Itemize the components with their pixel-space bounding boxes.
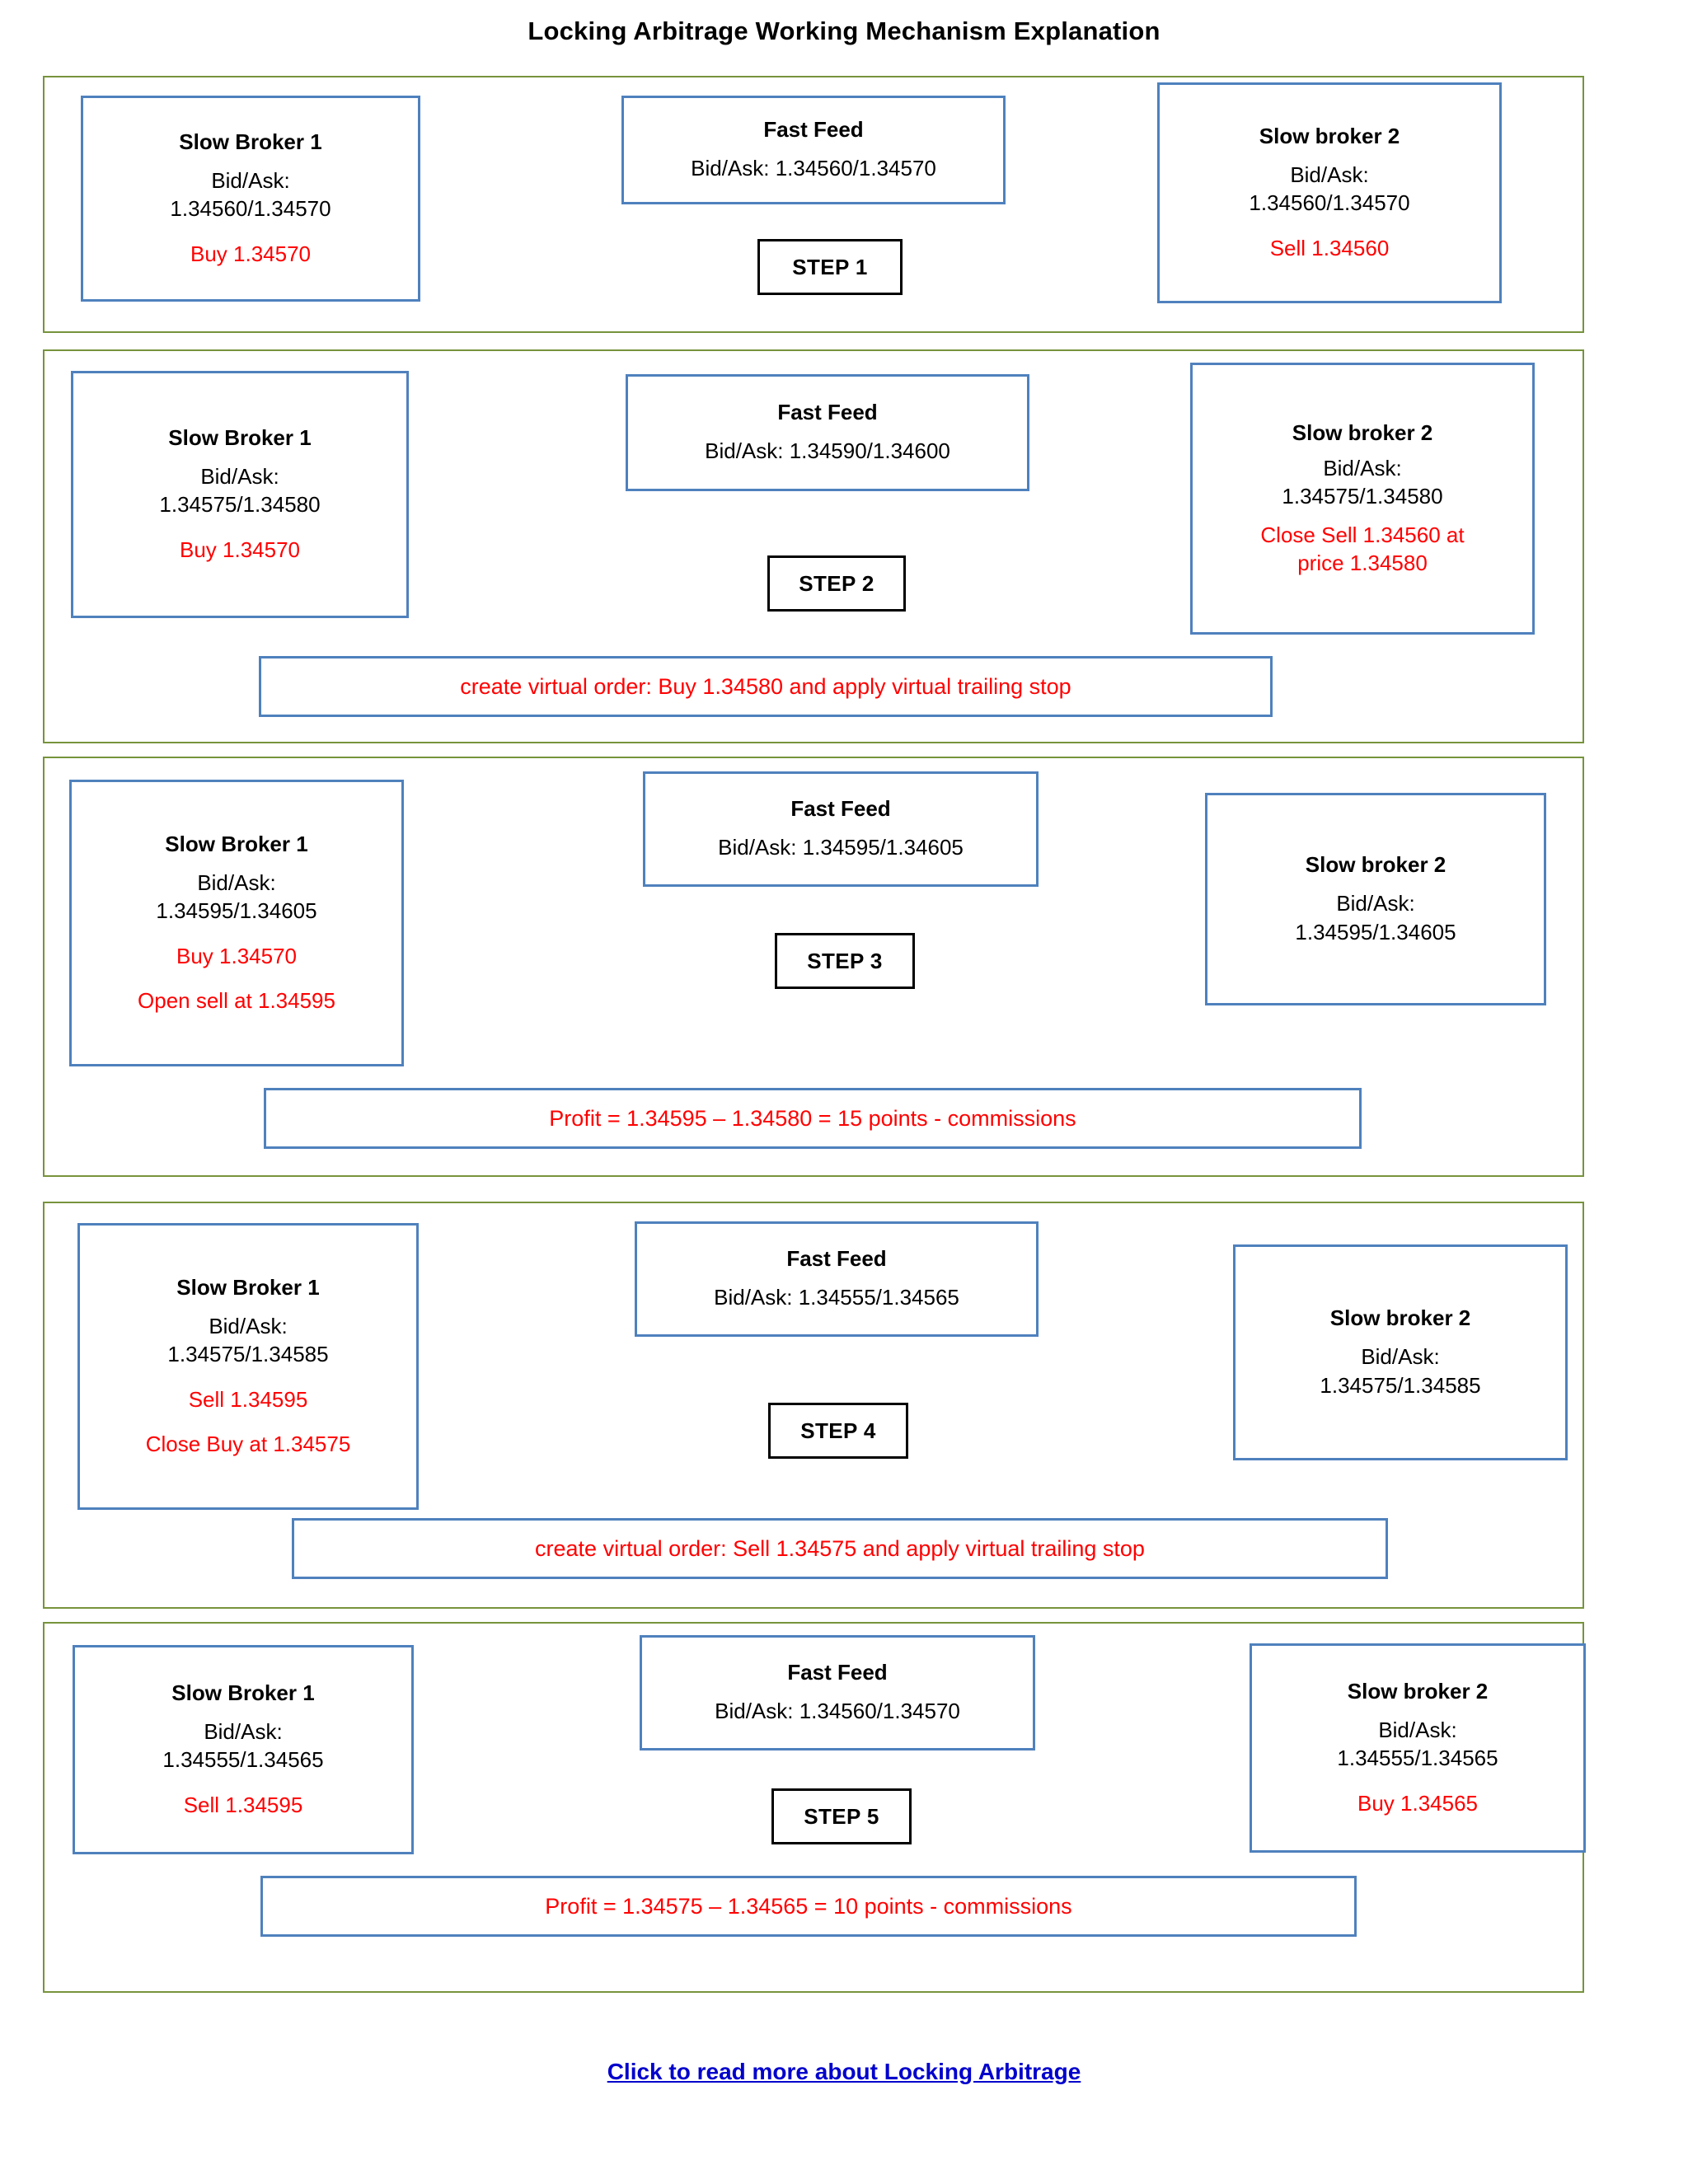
step1-feed-title: Fast Feed xyxy=(763,117,864,143)
step2-broker2-box: Slow broker 2 Bid/Ask: 1.34575/1.34580 C… xyxy=(1190,363,1535,635)
step4-broker1-action-2: Close Buy at 1.34575 xyxy=(145,1431,351,1456)
step2-broker2-title: Slow broker 2 xyxy=(1292,419,1433,445)
step5-broker1-quote-label: Bid/Ask: xyxy=(204,1719,283,1745)
step2-broker1-box: Slow Broker 1 Bid/Ask: 1.34575/1.34580 B… xyxy=(71,371,409,618)
step-row-1: Slow Broker 1 Bid/Ask: 1.34560/1.34570 B… xyxy=(43,76,1584,333)
step4-broker1-quote: 1.34575/1.34585 xyxy=(167,1342,329,1367)
step-row-3: Slow Broker 1 Bid/Ask: 1.34595/1.34605 B… xyxy=(43,757,1584,1177)
step5-profit-bar: Profit = 1.34575 – 1.34565 = 10 points -… xyxy=(260,1876,1357,1937)
step3-feed-box: Fast Feed Bid/Ask: 1.34595/1.34605 xyxy=(643,771,1039,887)
step4-note-text: create virtual order: Sell 1.34575 and a… xyxy=(535,1535,1145,1561)
step2-broker2-action-2: price 1.34580 xyxy=(1297,550,1428,575)
step3-broker2-title: Slow broker 2 xyxy=(1305,852,1447,878)
step3-label-box: STEP 3 xyxy=(775,933,915,989)
step1-broker2-action-1: Sell 1.34560 xyxy=(1269,235,1390,260)
step5-broker2-title: Slow broker 2 xyxy=(1347,1678,1489,1704)
step3-broker1-quote: 1.34595/1.34605 xyxy=(156,898,317,924)
step3-feed-title: Fast Feed xyxy=(790,796,891,822)
step4-broker1-quote-label: Bid/Ask: xyxy=(209,1313,288,1338)
step4-broker2-quote: 1.34575/1.34585 xyxy=(1320,1372,1481,1398)
step2-broker2-quote-label: Bid/Ask: xyxy=(1323,455,1402,480)
step4-feed-quote: Bid/Ask: 1.34555/1.34565 xyxy=(714,1285,959,1310)
step1-broker1-title: Slow Broker 1 xyxy=(179,129,322,154)
step3-profit-text: Profit = 1.34595 – 1.34580 = 15 points -… xyxy=(549,1105,1076,1131)
read-more-link[interactable]: Click to read more about Locking Arbitra… xyxy=(607,2059,1081,2084)
step5-broker2-quote: 1.34555/1.34565 xyxy=(1337,1746,1498,1771)
step2-broker1-quote-label: Bid/Ask: xyxy=(200,464,279,490)
step2-note-text: create virtual order: Buy 1.34580 and ap… xyxy=(460,673,1071,699)
step4-broker2-box: Slow broker 2 Bid/Ask: 1.34575/1.34585 xyxy=(1233,1244,1568,1460)
step-row-2: Slow Broker 1 Bid/Ask: 1.34575/1.34580 B… xyxy=(43,349,1584,743)
step3-profit-bar: Profit = 1.34595 – 1.34580 = 15 points -… xyxy=(264,1088,1362,1149)
step-row-5: Slow Broker 1 Bid/Ask: 1.34555/1.34565 S… xyxy=(43,1622,1586,1993)
step3-label-text: STEP 3 xyxy=(807,948,883,973)
step3-broker1-title: Slow Broker 1 xyxy=(165,831,308,856)
step5-broker1-box: Slow Broker 1 Bid/Ask: 1.34555/1.34565 S… xyxy=(73,1645,414,1854)
step5-broker2-action-1: Buy 1.34565 xyxy=(1357,1790,1478,1816)
step1-broker1-quote-label: Bid/Ask: xyxy=(211,168,290,194)
step1-broker2-quote: 1.34560/1.34570 xyxy=(1249,190,1410,216)
step2-broker1-action-1: Buy 1.34570 xyxy=(179,537,300,562)
step2-note-bar: create virtual order: Buy 1.34580 and ap… xyxy=(259,656,1273,717)
step4-broker1-action-1: Sell 1.34595 xyxy=(188,1386,308,1412)
step-row-4: Slow Broker 1 Bid/Ask: 1.34575/1.34585 S… xyxy=(43,1202,1584,1609)
step4-feed-title: Fast Feed xyxy=(786,1246,887,1272)
step5-feed-quote: Bid/Ask: 1.34560/1.34570 xyxy=(715,1699,960,1724)
step2-broker2-action-1: Close Sell 1.34560 at xyxy=(1260,522,1465,547)
step3-broker1-quote-label: Bid/Ask: xyxy=(197,869,276,895)
step1-broker2-quote-label: Bid/Ask: xyxy=(1290,162,1369,188)
step3-broker1-action-1: Buy 1.34570 xyxy=(176,943,297,968)
step5-broker2-quote-label: Bid/Ask: xyxy=(1378,1718,1457,1743)
step4-broker1-title: Slow Broker 1 xyxy=(176,1274,320,1300)
step2-label-text: STEP 2 xyxy=(799,570,874,596)
step5-feed-title: Fast Feed xyxy=(787,1660,888,1685)
step1-broker2-box: Slow broker 2 Bid/Ask: 1.34560/1.34570 S… xyxy=(1157,82,1502,303)
step4-feed-box: Fast Feed Bid/Ask: 1.34555/1.34565 xyxy=(635,1221,1039,1337)
step5-feed-box: Fast Feed Bid/Ask: 1.34560/1.34570 xyxy=(640,1635,1035,1750)
step5-broker1-action-1: Sell 1.34595 xyxy=(183,1792,303,1817)
step4-label-text: STEP 4 xyxy=(800,1418,876,1443)
page-title: Locking Arbitrage Working Mechanism Expl… xyxy=(528,16,1160,45)
step1-label-text: STEP 1 xyxy=(792,254,868,279)
step2-label-box: STEP 2 xyxy=(767,555,906,612)
step3-broker2-quote: 1.34595/1.34605 xyxy=(1295,919,1456,944)
step1-label-box: STEP 1 xyxy=(757,239,903,295)
step5-label-box: STEP 5 xyxy=(771,1788,912,1844)
step4-note-bar: create virtual order: Sell 1.34575 and a… xyxy=(292,1518,1388,1579)
step3-broker2-box: Slow broker 2 Bid/Ask: 1.34595/1.34605 xyxy=(1205,793,1546,1005)
step2-broker2-quote: 1.34575/1.34580 xyxy=(1282,484,1443,509)
step4-broker2-title: Slow broker 2 xyxy=(1329,1305,1471,1331)
step2-feed-title: Fast Feed xyxy=(777,400,878,425)
step3-broker2-quote-label: Bid/Ask: xyxy=(1336,891,1415,916)
step4-broker2-quote-label: Bid/Ask: xyxy=(1361,1344,1440,1370)
step3-feed-quote: Bid/Ask: 1.34595/1.34605 xyxy=(718,835,964,860)
step5-label-text: STEP 5 xyxy=(804,1803,879,1829)
step1-broker2-title: Slow broker 2 xyxy=(1259,123,1400,148)
step5-profit-text: Profit = 1.34575 – 1.34565 = 10 points -… xyxy=(545,1893,1072,1919)
step5-broker1-title: Slow Broker 1 xyxy=(171,1680,315,1705)
step2-feed-box: Fast Feed Bid/Ask: 1.34590/1.34600 xyxy=(626,374,1029,491)
step5-broker1-quote: 1.34555/1.34565 xyxy=(162,1747,324,1773)
step3-broker1-action-2: Open sell at 1.34595 xyxy=(138,987,335,1013)
step2-feed-quote: Bid/Ask: 1.34590/1.34600 xyxy=(705,438,950,464)
step4-broker1-box: Slow Broker 1 Bid/Ask: 1.34575/1.34585 S… xyxy=(77,1223,419,1510)
step2-broker1-title: Slow Broker 1 xyxy=(168,424,312,450)
step3-broker1-box: Slow Broker 1 Bid/Ask: 1.34595/1.34605 B… xyxy=(69,780,404,1066)
step1-broker1-action-1: Buy 1.34570 xyxy=(190,241,311,266)
step1-feed-quote: Bid/Ask: 1.34560/1.34570 xyxy=(691,156,936,181)
step2-broker1-quote: 1.34575/1.34580 xyxy=(159,492,321,518)
step5-broker2-box: Slow broker 2 Bid/Ask: 1.34555/1.34565 B… xyxy=(1250,1643,1586,1853)
step1-broker1-box: Slow Broker 1 Bid/Ask: 1.34560/1.34570 B… xyxy=(81,96,420,302)
step1-broker1-quote: 1.34560/1.34570 xyxy=(170,196,331,222)
step1-feed-box: Fast Feed Bid/Ask: 1.34560/1.34570 xyxy=(621,96,1006,204)
step4-label-box: STEP 4 xyxy=(768,1403,908,1459)
